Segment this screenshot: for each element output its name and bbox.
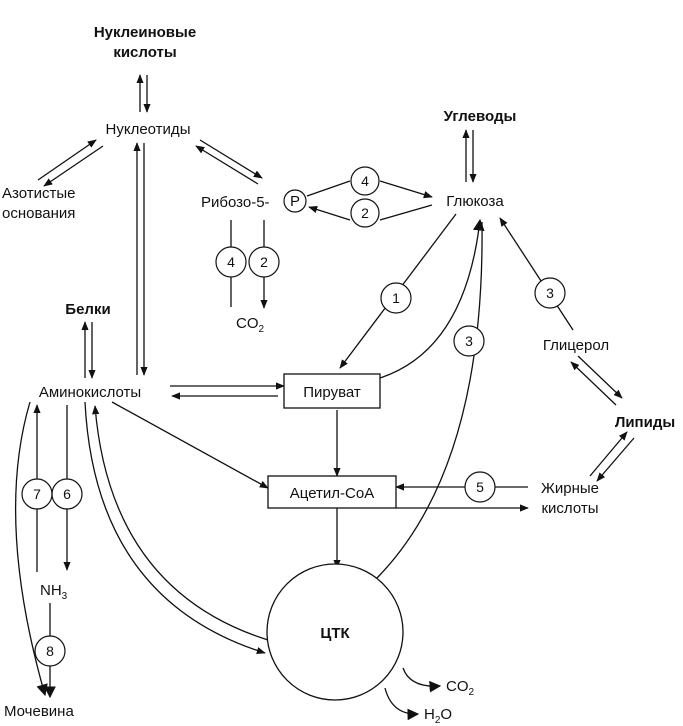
ammonia-label: NH3	[40, 582, 68, 602]
arrow-tca-to-aminoacids	[92, 405, 269, 641]
pathway-number: 3	[546, 285, 554, 301]
line-tca-to-glucose	[374, 221, 483, 581]
pathway-circle	[350, 198, 380, 228]
arrow-bases-to-nucleotides	[37, 139, 97, 181]
arrow-aminoacids-to-tca	[84, 401, 266, 655]
nucleic-acids-label: Нуклеиновые	[94, 24, 196, 41]
arrow-aminoacids-to-acetylcoa	[111, 401, 269, 489]
arrow-ribose-to-nucleotides	[195, 145, 259, 185]
co2-text: CO	[446, 678, 469, 695]
pathway-number: 6	[63, 486, 71, 502]
arrow-tca-to-co2	[402, 667, 442, 693]
pathway-number: 4	[361, 173, 369, 189]
pathway-circle	[464, 471, 496, 503]
acetylcoa-box	[267, 475, 397, 509]
nucleic-acids-label: кислоты	[113, 44, 176, 61]
arrow-tca-to-water	[384, 687, 420, 721]
co2-text: CO	[236, 315, 259, 332]
glycerol-label: Глицерол	[543, 337, 609, 354]
line-ribose-to-4	[306, 180, 351, 197]
water-text: H	[424, 706, 435, 723]
pathway-circle	[34, 635, 66, 667]
co2-subscript: 2	[259, 324, 265, 335]
arrow-glycerol-to-lipids	[577, 355, 623, 399]
co2-subscript: 2	[469, 687, 475, 698]
nitrogen-bases-label: Азотистые	[2, 185, 75, 202]
phosphate-label: P	[290, 193, 300, 210]
pathway-circle	[248, 246, 280, 278]
water-tail: O	[440, 706, 452, 723]
arrow-2-to-ribose	[308, 206, 351, 221]
urea-label: Мочевина	[4, 703, 74, 720]
nucleotides-label: Нуклеотиды	[106, 121, 191, 138]
glucose-label: Глюкоза	[446, 193, 504, 210]
pathway-number: 4	[227, 254, 235, 270]
pathway-markers: 4 2 4 2 1 3 3 7 6 5 8	[21, 166, 566, 667]
pathway-number: 2	[260, 254, 268, 270]
ribose-label: Рибозо-5-	[201, 194, 270, 211]
water-label: H2O	[424, 706, 452, 726]
lipids-label: Липиды	[615, 414, 675, 431]
arrow-lipids-to-fatty	[596, 437, 635, 482]
nitrogen-bases-label: основания	[2, 205, 75, 222]
phosphate-circle	[283, 189, 307, 213]
node-labels: Нуклеиновые кислоты Нуклеотиды Азотистые…	[2, 24, 675, 726]
co2-ribose-label: CO2	[236, 315, 265, 335]
tca-label: ЦТК	[320, 625, 350, 642]
pathway-number: 8	[46, 643, 54, 659]
amino-acids-label: Аминокислоты	[39, 384, 141, 401]
arrow-aminoacids-to-urea	[14, 401, 48, 697]
pathway-circle	[51, 478, 83, 510]
arrow-fatty-to-lipids	[589, 431, 628, 477]
line-glucose-to-2	[379, 204, 433, 221]
arrow-lipids-to-glycerol	[570, 361, 617, 406]
arrow-glycerol-to-glucose	[499, 217, 574, 331]
ammonia-text: NH	[40, 582, 62, 599]
water-subscript: 2	[435, 715, 441, 726]
carbohydrates-label: Углеводы	[444, 108, 517, 125]
arrow-nucleotides-to-ribose	[199, 139, 263, 179]
co2-tca-label: CO2	[446, 678, 475, 698]
pathway-circle	[453, 325, 485, 357]
pyruvate-label: Пируват	[303, 384, 361, 401]
arrow-pyruvate-to-glucose	[379, 218, 485, 379]
pathway-number: 2	[361, 205, 369, 221]
pathway-number: 3	[465, 333, 473, 349]
pathway-number: 1	[392, 290, 400, 306]
proteins-label: Белки	[65, 301, 110, 318]
pathway-number: 7	[33, 486, 41, 502]
acetylcoa-label: Ацетил-СоА	[290, 485, 374, 502]
arrow-4-to-glucose	[379, 180, 433, 199]
pathway-circle	[534, 277, 566, 309]
pathway-circle	[380, 282, 412, 314]
fatty-acids-label: Жирные	[541, 480, 599, 497]
pathway-number: 5	[476, 479, 484, 495]
fatty-acids-label: кислоты	[541, 500, 598, 517]
ammonia-subscript: 3	[62, 591, 68, 602]
pathway-circle	[350, 166, 380, 196]
arrow-nucleotides-to-bases	[43, 145, 104, 187]
pyruvate-box	[283, 373, 381, 409]
tca-circle	[266, 563, 404, 701]
pathway-circle	[215, 246, 247, 278]
